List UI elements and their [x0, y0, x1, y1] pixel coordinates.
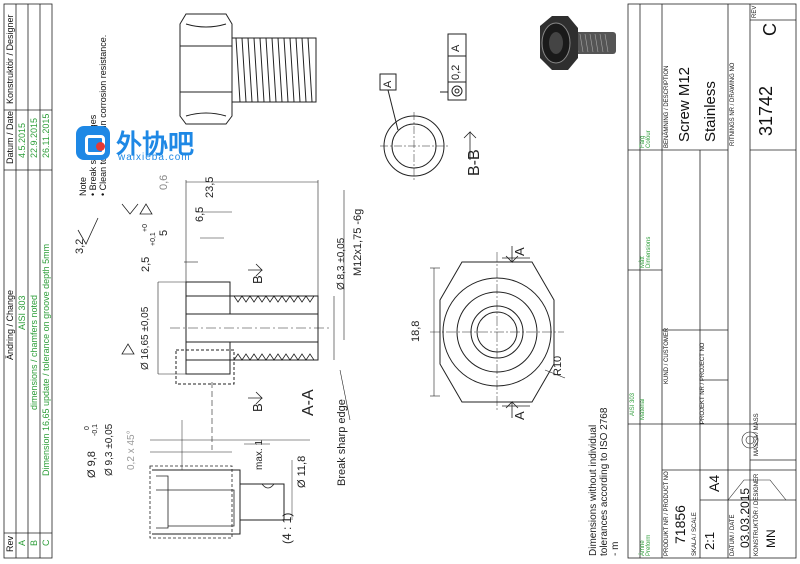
rev-row-c-letter: C — [41, 539, 51, 547]
dim-5-tol-bot: +0,1 — [150, 232, 157, 246]
section-a-a — [170, 281, 330, 385]
tb-name: Screw M12 — [676, 66, 693, 142]
tb-drawing-label: RITNINGS NR / DRAWING NO — [730, 62, 736, 146]
tb-project-label: PROJEKT NR / PROJECT NO — [700, 342, 706, 424]
dim-23-5: 23,5 — [204, 176, 216, 198]
dim-max-1: max. 1 — [254, 439, 265, 470]
rev-row-a-letter: A — [17, 539, 27, 546]
dim-5-tol-top: +0 — [142, 224, 149, 232]
rev-row-a-date: 4.5.2015 — [17, 122, 27, 158]
dim-11-8: Ø 11,8 — [296, 455, 308, 488]
rev-row-c-change: Dimension 16,65 update / tolerance on gr… — [41, 243, 51, 476]
tb-material-label: Material — [640, 398, 646, 420]
section-label-a-top: A — [512, 247, 527, 256]
dim-chamfer: 0,2 x 45° — [126, 430, 137, 470]
tb-name-label: BENÄMNING / DESCRIPTION — [664, 65, 670, 148]
view-b-b — [379, 33, 467, 180]
dim-9-8: Ø 9,8 — [86, 451, 98, 478]
dim-9-8-tol-top: 0 — [84, 426, 91, 430]
tb-designer-label: KONSTRUKTÖR / DESIGNER — [754, 473, 760, 556]
tb-scale-label: SKALA / SCALE — [692, 512, 698, 556]
tolerance-datum: A — [450, 44, 462, 52]
rev-row-b-letter: B — [29, 539, 39, 546]
note-line-2: • Clean to maintain corrosion resistance… — [98, 34, 108, 196]
watermark-name: 外协吧 — [116, 130, 195, 160]
dim-6-5: 6,5 — [194, 206, 206, 222]
hex-front-view — [430, 252, 566, 412]
screw-3d-render — [540, 16, 616, 70]
annotation-symbols — [77, 131, 787, 501]
rev-row-a-change: AISI 303 — [17, 295, 27, 330]
tb-material: AISI 303 — [630, 392, 636, 416]
tb-designer: MN — [764, 529, 778, 548]
rev-row-b-change: dimensions / chamfers noted — [29, 294, 39, 410]
tb-customer-label: KUND / CUSTOMER — [664, 327, 670, 384]
dim-0-6: 0,6 — [158, 174, 170, 190]
tb-format: A4 — [706, 474, 722, 492]
title-block — [627, 3, 797, 559]
tb-colour-label: Färg Colour — [640, 130, 652, 148]
rev-header-rev: Rev — [5, 535, 15, 552]
dim-9-8-tol-bot: -0,1 — [92, 423, 99, 436]
dim-9-3: Ø 9,3 ±0,05 — [104, 423, 115, 476]
dim-2-5: 2,5 — [140, 256, 152, 272]
watermark-url: waixieba.com — [118, 152, 191, 163]
section-label-b-top: B — [250, 275, 265, 284]
tolerance-value: 0,2 — [450, 64, 462, 80]
break-sharp-edge-label: Break sharp edge — [336, 399, 348, 486]
tb-date-label: DATUM / DATE — [730, 514, 736, 556]
tb-blank-label: Ämne Preform — [640, 534, 652, 556]
tb-product-label: PRODUKT NR / PRODUCT NO — [664, 471, 670, 556]
tb-date: 03.03.2015 — [738, 487, 752, 548]
datum-label-a: A — [382, 80, 394, 88]
section-title-b-b: B-B — [466, 149, 483, 176]
tb-mass-label: MASSA / MASS — [754, 413, 760, 456]
aa-dimension-lines — [157, 180, 351, 450]
general-tolerance-note: Dimensions without individual tolerances… — [588, 407, 621, 556]
note-heading: Note — [78, 176, 88, 196]
top-view-screw — [179, 13, 317, 125]
section-label-b-bot: B — [250, 403, 265, 412]
rev-header-change: Ändring / Change — [5, 289, 15, 360]
tb-drawing-no: 31742 — [756, 85, 776, 136]
tb-scale: 2:1 — [702, 531, 717, 550]
rev-row-c-date: 26.11.2015 — [41, 113, 51, 158]
dim-r10: R10 — [552, 355, 564, 376]
rev-header-designer: Konstruktör / Designer — [5, 14, 15, 104]
revision-table — [3, 3, 53, 559]
detail-scale-label: (4 : 1) — [280, 512, 294, 544]
dim-8-3: Ø 8,3 ±0,05 — [336, 237, 347, 290]
rev-row-b-date: 22.9.2015 — [29, 117, 39, 158]
watermark-logo-icon — [76, 126, 110, 160]
dim-surface-roughness: 3,2 — [74, 238, 86, 254]
dim-5: 5 — [158, 229, 170, 236]
rev-header-date: Datum / Date — [5, 110, 15, 164]
tb-dims-label: Mått Dimensions — [640, 236, 652, 268]
tb-colour: Stainless — [702, 81, 719, 142]
dim-18-8: 18,8 — [410, 320, 422, 342]
watermark-logo: 外协吧 waixieba.com — [76, 122, 211, 164]
tb-rev: C — [760, 23, 780, 36]
tb-product-no: 71856 — [672, 505, 688, 544]
section-title-a-a: A-A — [300, 389, 317, 416]
tb-rev-label: REV — [752, 5, 758, 18]
dim-16-65: Ø 16,65 ±0,05 — [140, 306, 151, 370]
watermark-logo-dot — [96, 142, 105, 151]
detail-view — [149, 420, 310, 539]
dim-m12-thread: M12x1,75 -6g — [352, 208, 364, 276]
section-label-a-bot: A — [512, 411, 527, 420]
